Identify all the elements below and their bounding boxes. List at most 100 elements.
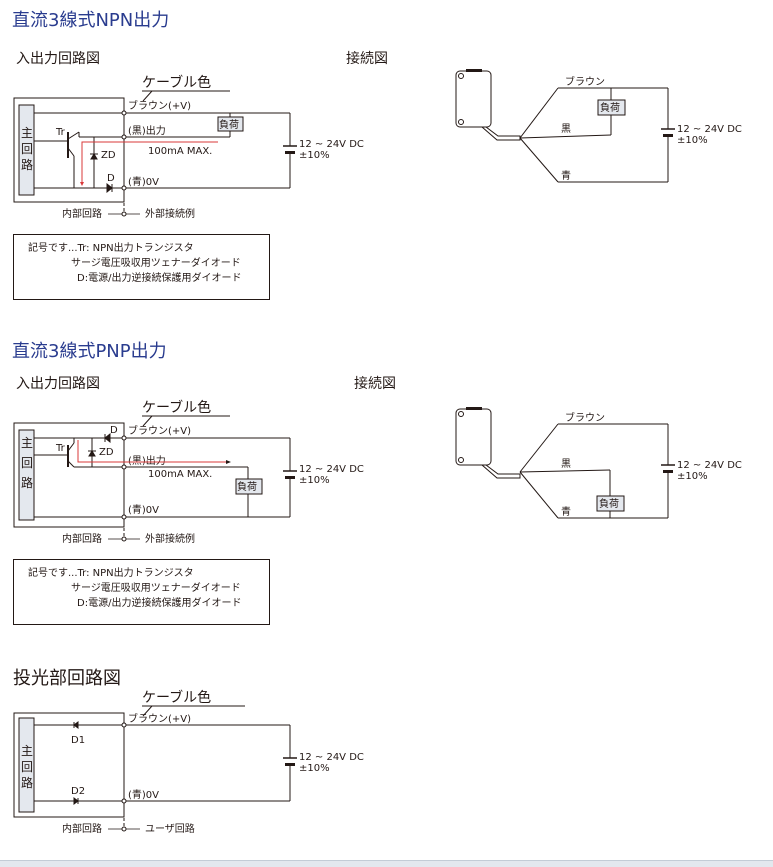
diagram-label: 主 <box>21 436 33 450</box>
emitter-internal-label: 内部回路 <box>62 822 102 835</box>
npn-conn-brown: ブラウン <box>565 75 605 88</box>
npn-zd-label: ZD <box>101 150 116 161</box>
pnp-conn-load-box <box>596 495 625 512</box>
npn-wire-blue: (青)0V <box>128 175 159 188</box>
diagram-circle <box>121 464 127 470</box>
diagram-circle <box>458 411 464 417</box>
diagram-rect <box>466 69 482 72</box>
npn-conn-supply-tolerance: ±10% <box>677 135 708 146</box>
emitter-circuit-diagram: ケーブル色 主 回 路 D1 ブラウン(+V) D2 (青)0V 12 ~ 24… <box>13 689 364 835</box>
diagram-circle <box>121 536 127 542</box>
diagram-path <box>73 721 79 729</box>
diagram-circle <box>121 435 127 441</box>
pnp-supply-voltage: 12 ~ 24V DC <box>299 464 364 475</box>
diagram-rect <box>285 476 295 479</box>
diagram-line <box>519 423 559 473</box>
npn-conn-supply-voltage: 12 ~ 24V DC <box>677 124 742 135</box>
diagram-circle <box>121 798 127 804</box>
diagram-label: 回 <box>21 456 33 470</box>
npn-cable-color-label: ケーブル色 <box>142 74 211 91</box>
npn-max-current: 100mA MAX. <box>148 146 212 157</box>
diagram-polyline <box>77 440 226 463</box>
npn-external-label: 外部接続例 <box>145 207 195 220</box>
diagram-label: 路 <box>21 157 33 172</box>
diagram-rect <box>663 470 673 473</box>
npn-legend-line: D:電源/出力逆接続保護用ダイオード <box>77 273 242 284</box>
pnp-conn-black: 黒 <box>561 458 571 470</box>
diagram-label: 回 <box>21 142 33 156</box>
diagram-line <box>67 147 75 157</box>
pnp-internal-label: 内部回路 <box>62 532 102 545</box>
npn-conn-load-box <box>597 99 626 116</box>
diagram-line <box>67 131 80 140</box>
npn-load-label: 負荷 <box>219 119 239 131</box>
diagram-line <box>142 90 153 102</box>
pnp-cable-color-label: ケーブル色 <box>142 399 211 416</box>
diagram-label: 路 <box>21 775 33 790</box>
diagram-rect <box>663 134 673 137</box>
npn-tr-label: Tr <box>55 127 66 138</box>
npn-connection-diagram: 負荷 ブラウン 黒 青 12 ~ 24V DC ±10% <box>455 69 742 183</box>
emitter-d2-label: D2 <box>71 786 85 797</box>
diagram-line <box>67 442 75 452</box>
npn-wire-black: (黒)出力 <box>128 124 166 137</box>
diagram-path <box>480 464 521 479</box>
npn-conn-black: 黒 <box>561 123 571 135</box>
emitter-wire-brown: ブラウン(+V) <box>128 712 191 725</box>
pnp-legend-line: サージ電圧吸収用ツェナーダイオード <box>71 583 241 594</box>
pnp-connection-label: 接続図 <box>354 376 396 392</box>
pnp-wire-blue: (青)0V <box>128 503 159 516</box>
diagram-label: 主 <box>21 744 33 758</box>
pnp-legend-line: 記号です...Tr: NPN出力トランジスタ <box>28 568 194 579</box>
emitter-supply-voltage: 12 ~ 24V DC <box>299 752 364 763</box>
npn-io-circuit-diagram: ケーブル色 主 回 路 ブラウン(+V) 負荷 (黒)出力 Tr ZD D (青… <box>13 74 364 220</box>
npn-symbol-legend: 記号です...Tr: NPN出力トランジスタ サージ電圧吸収用ツェナーダイオード… <box>13 234 270 300</box>
diagram-polyline <box>81 141 218 184</box>
pnp-main-circuit-block <box>18 429 35 521</box>
diagram-line <box>519 134 612 139</box>
diagram-rect <box>455 408 492 466</box>
pnp-zd-label: ZD <box>99 447 114 458</box>
emitter-section-title: 投光部回路図 <box>13 668 121 689</box>
diagram-rect <box>285 151 295 154</box>
diagram-line <box>142 705 153 717</box>
npn-legend-line: サージ電圧吸収用ツェナーダイオード <box>71 258 241 269</box>
pnp-wire-brown: ブラウン(+V) <box>128 424 191 437</box>
diagram-circle <box>121 134 127 140</box>
diagram-label: 路 <box>21 475 33 490</box>
emitter-supply-tolerance: ±10% <box>299 763 330 774</box>
pnp-conn-load-label: 負荷 <box>599 498 619 510</box>
diagram-path <box>90 153 98 160</box>
pnp-d-label: D <box>110 425 118 436</box>
diagram-label: 回 <box>21 760 33 774</box>
npn-conn-load-label: 負荷 <box>600 102 620 114</box>
diagram-path <box>73 797 79 805</box>
diagram-line <box>142 415 153 427</box>
emitter-user-circuit-label: ユーザ回路 <box>145 822 195 835</box>
diagram-circle <box>121 185 127 191</box>
npn-section-title: 直流3線式NPN出力 <box>12 10 170 31</box>
diagram-line <box>519 471 559 519</box>
diagram-rect <box>285 763 295 766</box>
pnp-load-box <box>235 478 263 495</box>
pnp-load-label: 負荷 <box>237 481 257 493</box>
diagram-path <box>480 126 521 141</box>
diagram-circle <box>121 211 127 217</box>
npn-conn-blue: 青 <box>561 169 571 182</box>
emitter-d1-label: D1 <box>71 735 85 746</box>
emitter-main-circuit-block <box>18 717 35 813</box>
diagram-circle <box>458 73 464 79</box>
sensor-icon <box>455 407 521 479</box>
npn-d-label: D <box>107 173 115 184</box>
diagram-line <box>67 460 75 468</box>
diagram-path <box>226 460 231 464</box>
npn-supply-voltage: 12 ~ 24V DC <box>299 139 364 150</box>
pnp-supply-tolerance: ±10% <box>299 475 330 486</box>
npn-legend-line: 記号です...Tr: NPN出力トランジスタ <box>28 243 194 254</box>
pnp-conn-supply-voltage: 12 ~ 24V DC <box>677 460 742 471</box>
diagram-circle <box>121 826 127 832</box>
sensor-icon <box>455 69 521 141</box>
npn-internal-label: 内部回路 <box>62 207 102 220</box>
pnp-io-circuit-label: 入出力回路図 <box>16 376 100 392</box>
diagram-circle <box>121 722 127 728</box>
